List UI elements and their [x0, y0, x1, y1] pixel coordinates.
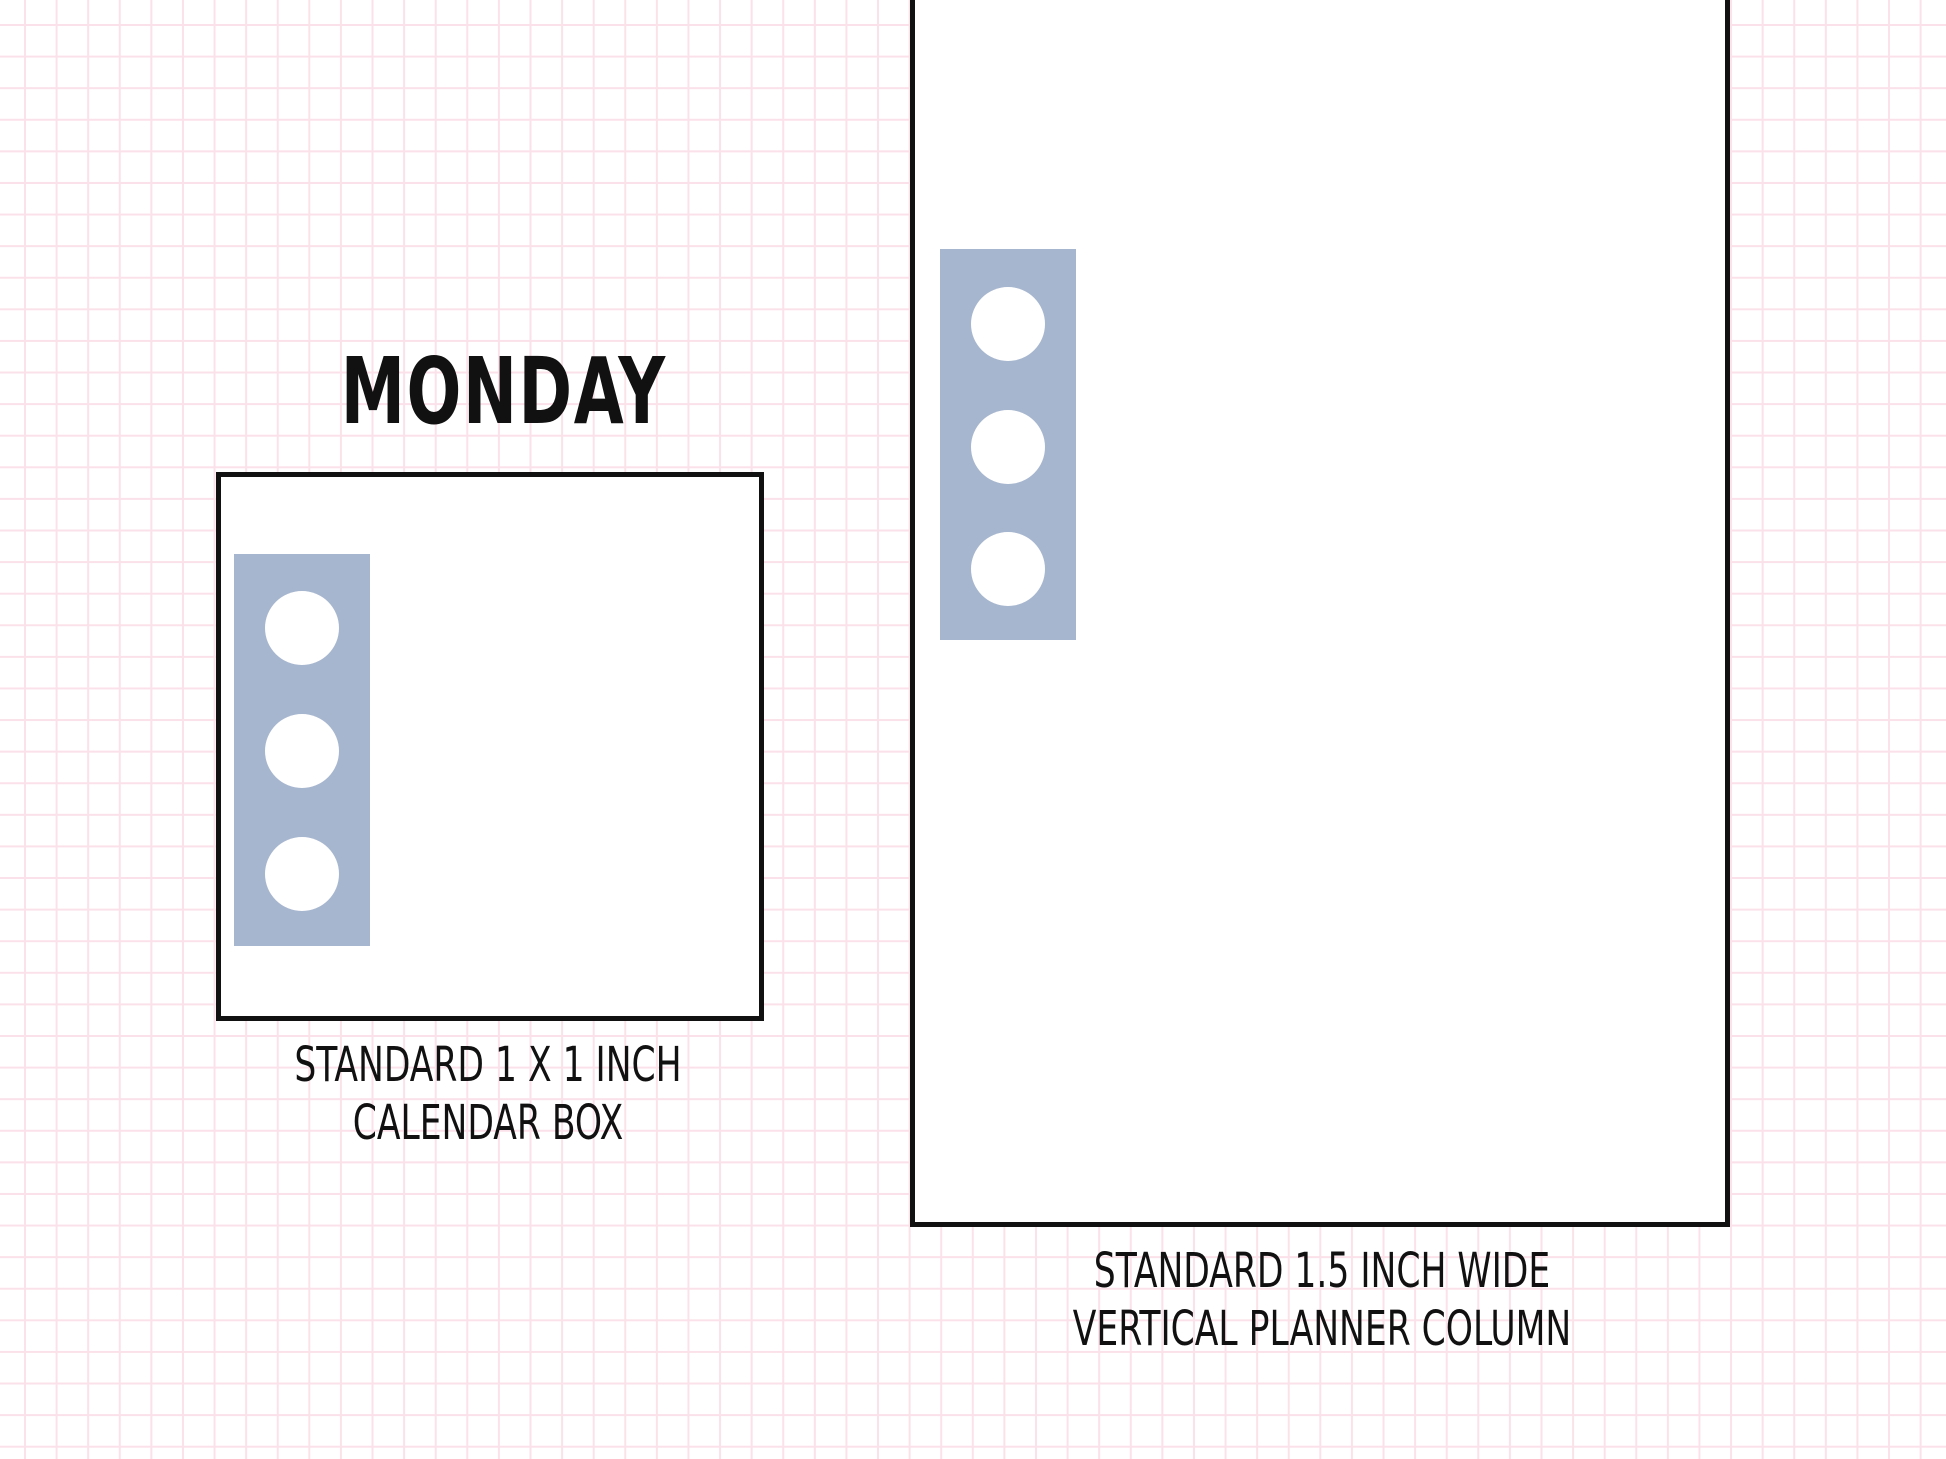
- planner-column-caption: STANDARD 1.5 INCH WIDE VERTICAL PLANNER …: [1042, 1242, 1602, 1358]
- calendar-box-caption: STANDARD 1 X 1 INCH CALENDAR BOX: [248, 1036, 728, 1152]
- caption-line: STANDARD 1.5 INCH WIDE: [1093, 1243, 1551, 1299]
- sticker-dot: [971, 287, 1045, 361]
- sticker-dot: [265, 591, 339, 665]
- sticker-dot: [971, 410, 1045, 484]
- sticker-strip-column: [940, 249, 1076, 640]
- sticker-dot: [265, 714, 339, 788]
- caption-line: STANDARD 1 X 1 INCH: [294, 1037, 682, 1093]
- sticker-dot: [265, 837, 339, 911]
- sticker-dot: [971, 532, 1045, 606]
- caption-line: CALENDAR BOX: [352, 1095, 624, 1151]
- sticker-strip-calendar: [234, 554, 370, 946]
- caption-line: VERTICAL PLANNER COLUMN: [1072, 1301, 1572, 1357]
- day-title: MONDAY: [340, 338, 667, 445]
